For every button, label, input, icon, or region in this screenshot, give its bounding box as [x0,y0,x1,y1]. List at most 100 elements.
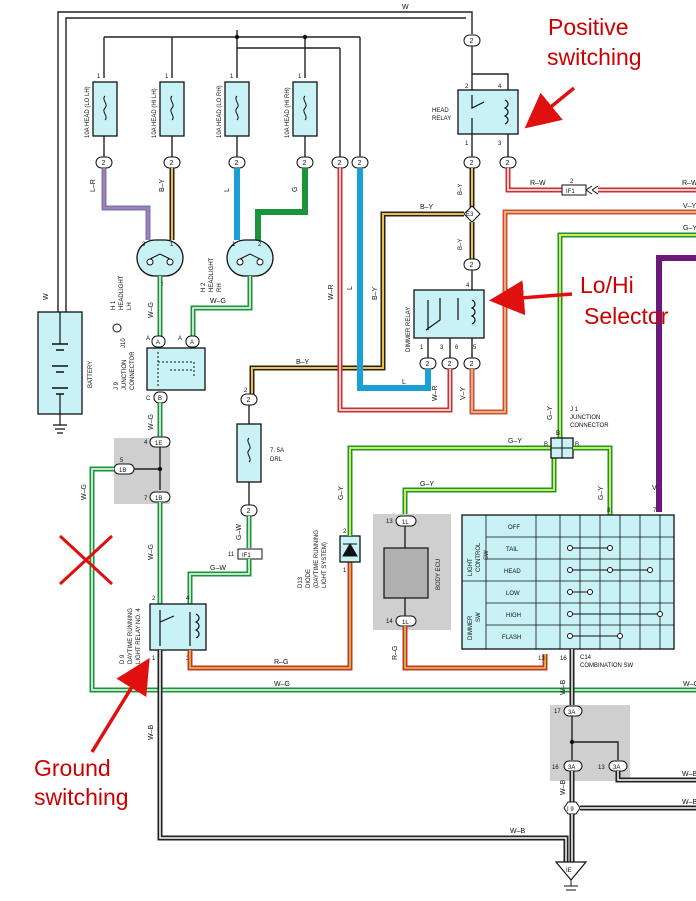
headlight-lh: 3 1 H 1 HEADLIGHT LH 2 [111,239,184,310]
svg-text:G: G [292,187,299,192]
fuse-lo-lh: 10A HEAD (LO LH) [85,81,118,138]
svg-text:1L: 1L [402,620,409,626]
svg-text:W–R: W–R [432,385,439,401]
svg-text:2: 2 [338,160,342,167]
connector-1b-left: 5 1B [113,458,135,475]
svg-text:1: 1 [343,568,347,574]
svg-text:W–G: W–G [148,544,155,560]
battery: BATTERY [37,311,94,434]
svg-text:JUNCTION: JUNCTION [570,415,600,421]
svg-text:7. 5A: 7. 5A [270,448,284,454]
wire-w-top [57,11,473,312]
svg-text:10A HEAD (LO RH): 10A HEAD (LO RH) [217,85,223,138]
svg-text:DAYTIME RUNNING: DAYTIME RUNNING [128,608,134,664]
svg-text:W–B: W–B [682,771,696,778]
wire-label-w-top: W [402,4,409,11]
svg-text:V: V [652,485,657,492]
arrow-positive [524,86,576,129]
svg-text:CONNECTOR: CONNECTOR [570,423,609,429]
svg-text:2: 2 [426,361,430,368]
svg-text:1: 1 [165,74,169,80]
svg-text:B–Y: B–Y [296,359,310,366]
svg-text:SW: SW [484,550,490,560]
svg-text:IF1: IF1 [242,553,251,559]
switch-row-off: OFF [508,525,520,531]
svg-text:BODY ECU: BODY ECU [436,559,442,590]
svg-text:3A: 3A [568,710,575,716]
svg-text:2: 2 [470,361,474,368]
svg-text:JUNCTION: JUNCTION [122,360,128,390]
svg-text:1: 1 [298,74,302,80]
svg-text:LIGHT RELAY NO. 4: LIGHT RELAY NO. 4 [136,608,142,664]
svg-text:W–R: W–R [328,284,335,300]
svg-text:1: 1 [230,74,234,80]
annotation-selector-1: Lo/Hi [580,272,634,298]
svg-text:4: 4 [498,84,502,90]
svg-text:G–Y: G–Y [508,438,522,445]
svg-text:2: 2 [570,179,574,185]
svg-text:14: 14 [386,619,393,625]
svg-text:DRL: DRL [270,457,283,463]
svg-text:W–G: W–G [274,681,290,688]
connector-row-2: 2 2 2 2 2 2 [95,156,369,169]
svg-text:1: 1 [97,74,101,80]
switch-row-low: LOW [506,591,520,597]
svg-text:G–Y: G–Y [683,225,696,232]
svg-text:13: 13 [386,519,393,525]
svg-text:13: 13 [538,656,545,662]
svg-text:J 1: J 1 [570,407,579,413]
svg-text:10A HEAD (LO LH): 10A HEAD (LO LH) [85,86,91,138]
svg-text:G–Y: G–Y [547,406,554,420]
svg-text:7: 7 [653,508,657,514]
svg-text:4: 4 [466,283,470,289]
svg-text:DIODE: DIODE [306,569,312,588]
svg-text:B–Y: B–Y [420,204,434,211]
svg-text:3: 3 [142,242,146,248]
switch-row-flash: FLASH [502,635,521,641]
svg-text:DIMMER RELAY: DIMMER RELAY [406,307,412,352]
svg-text:W–G: W–G [683,681,696,688]
svg-text:11: 11 [228,552,235,558]
svg-text:COMBINATION SW: COMBINATION SW [580,663,634,669]
svg-text:2: 2 [102,160,106,167]
arrow-selector [489,280,573,316]
svg-text:5: 5 [473,345,477,351]
svg-text:L–R: L–R [90,179,97,192]
body-ecu: 13 1L BODY ECU 14 1L [383,515,442,627]
svg-text:2: 2 [247,397,251,404]
svg-text:SW: SW [476,612,482,622]
annotation-selector-2: Selector [584,303,669,329]
arrow-ground [90,658,150,753]
svg-text:B: B [158,396,162,402]
svg-text:1: 1 [170,242,174,248]
svg-text:CONTROL: CONTROL [476,542,482,572]
svg-text:W–B: W–B [148,725,155,741]
svg-text:A: A [178,336,182,342]
svg-text:1: 1 [152,656,156,662]
headlight-rh: 1 2 H 2 HEADLIGHT RH [201,239,274,292]
switch-row-head: HEAD [504,569,521,575]
connector-if1-drl: 11 IF1 [228,548,263,560]
fuse-lo-rh: 10A HEAD (LO RH) [217,81,250,138]
annotation-ground-2: switching [34,784,129,810]
svg-text:G–Y: G–Y [420,481,434,488]
svg-text:D13: D13 [298,576,304,588]
svg-text:B: B [556,431,560,437]
svg-text:2: 2 [470,262,474,269]
svg-text:2: 2 [470,38,474,45]
svg-text:L: L [402,379,406,386]
svg-text:G–Y: G–Y [598,486,605,500]
junction-connector-j9: A A A A C B J 9 JUNCTION CONNECTOR J10 [112,323,206,404]
svg-text:10A HEAD (HI LH): 10A HEAD (HI LH) [152,88,158,138]
wire-w-top-inner [65,17,466,312]
svg-text:R–G: R–G [392,646,399,660]
svg-text:V–Y: V–Y [460,386,467,400]
svg-text:W–B: W–B [682,799,696,806]
svg-text:1: 1 [465,141,469,147]
svg-text:3A: 3A [568,765,575,771]
svg-text:B–Y: B–Y [458,184,464,195]
svg-text:A: A [146,336,150,342]
wire-label-w-battery: W [43,293,50,300]
svg-text:G–Y: G–Y [338,486,345,500]
